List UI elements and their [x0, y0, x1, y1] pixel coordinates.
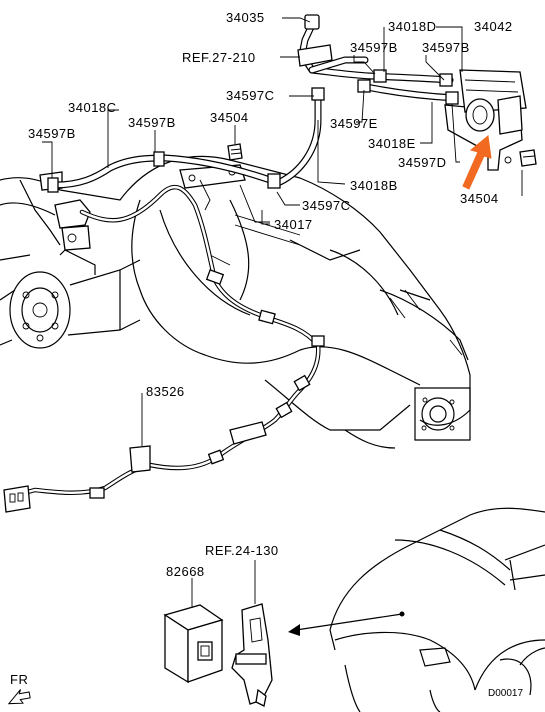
label-34597B-upper-b: 34597B — [422, 40, 470, 55]
bolt-34504-right — [519, 149, 537, 167]
hose-34018E — [358, 82, 459, 102]
label-34597D: 34597D — [398, 155, 447, 170]
leader-lines — [42, 17, 523, 608]
label-34597C-upper: 34597C — [226, 88, 275, 103]
label-34504-right: 34504 — [460, 191, 499, 206]
highlight-arrow — [462, 135, 492, 190]
label-34018D: 34018D — [388, 19, 437, 34]
clamp-34597C-lower — [267, 173, 281, 189]
label-34597B-mid: 34597B — [128, 115, 176, 130]
diagram-id: D00017 — [488, 688, 523, 699]
label-ref-27-210: REF.27-210 — [182, 50, 256, 65]
label-34018C: 34018C — [68, 100, 117, 115]
clamp-34597D — [445, 91, 459, 105]
label-34017: 34017 — [274, 217, 313, 232]
label-34504-upper: 34504 — [210, 110, 249, 125]
label-fr: FR — [10, 672, 28, 687]
clamp-34597B-left — [47, 177, 59, 193]
ecu-bracket — [231, 603, 273, 707]
bolt-34504-upper — [227, 143, 243, 161]
front-direction-indicator — [7, 689, 31, 705]
pipe-34035 — [297, 14, 369, 74]
label-34597B-upper-a: 34597B — [350, 40, 398, 55]
vehicle-outline — [288, 507, 545, 712]
hose-34018C — [51, 154, 274, 189]
label-34042: 34042 — [474, 19, 513, 34]
hose-34018D — [308, 66, 454, 84]
harness-83526 — [3, 184, 325, 513]
label-34597B-left: 34597B — [28, 126, 76, 141]
clamp-34597B-mid — [153, 151, 165, 167]
label-34018E: 34018E — [368, 136, 416, 151]
clamp-34597B-upper-a — [373, 69, 387, 83]
label-34018B: 34018B — [350, 178, 398, 193]
clamp-34597B-upper-b — [439, 73, 453, 87]
label-34035: 34035 — [226, 10, 265, 25]
label-83526: 83526 — [146, 384, 185, 399]
label-82668: 82668 — [166, 564, 205, 579]
hose-34018B — [276, 91, 322, 186]
axle-housing — [0, 155, 471, 449]
label-ref-24-130: REF.24-130 — [205, 543, 279, 558]
clamp-34597C-upper — [311, 87, 325, 101]
label-34597E: 34597E — [330, 116, 378, 131]
label-34597C-lower: 34597C — [302, 198, 351, 213]
solenoid-valve-34042 — [444, 69, 527, 171]
part-labels: 34035 REF.27-210 34018D 34042 34597B 345… — [10, 10, 523, 699]
abs-ecu-82668 — [163, 604, 224, 684]
